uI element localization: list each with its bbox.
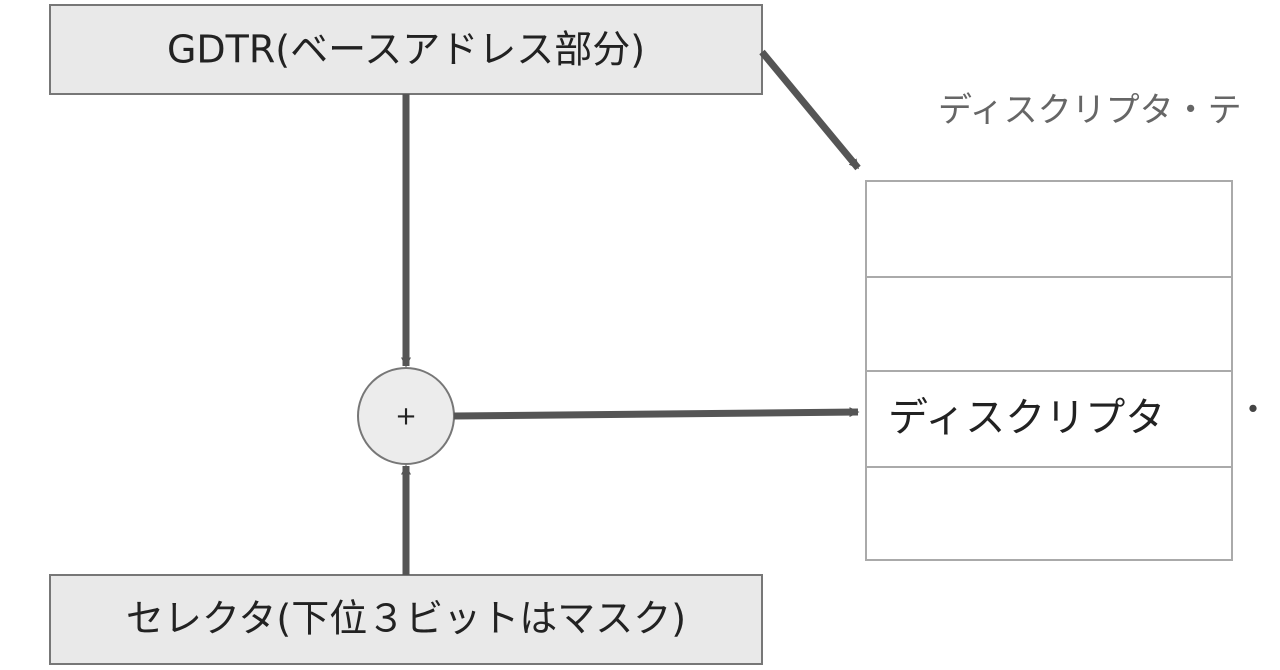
- adder-symbol: +: [395, 402, 417, 432]
- selector-box-label: セレクタ(下位３ビットはマスク): [126, 597, 686, 641]
- table-row-label: ディスクリプタ: [888, 395, 1165, 441]
- selector-box: セレクタ(下位３ビットはマスク): [49, 574, 763, 665]
- table-row-descriptor: [865, 370, 1233, 468]
- descriptor-table-caption: ディスクリプタ・テ: [938, 91, 1242, 131]
- arrow-gdtr-to-table: [759, 49, 861, 171]
- descriptor-continuation: ・・: [1236, 391, 1280, 431]
- descriptor-table: ディスクリプタ: [865, 180, 1233, 561]
- table-row: [865, 180, 1233, 278]
- adder-node: +: [357, 367, 455, 465]
- arrow-adder-to-descriptor: [453, 407, 860, 420]
- table-row: [865, 276, 1233, 372]
- table-row: [865, 466, 1233, 561]
- gdtr-box: GDTR(ベースアドレス部分): [49, 4, 763, 95]
- gdtr-box-label: GDTR(ベースアドレス部分): [167, 28, 645, 72]
